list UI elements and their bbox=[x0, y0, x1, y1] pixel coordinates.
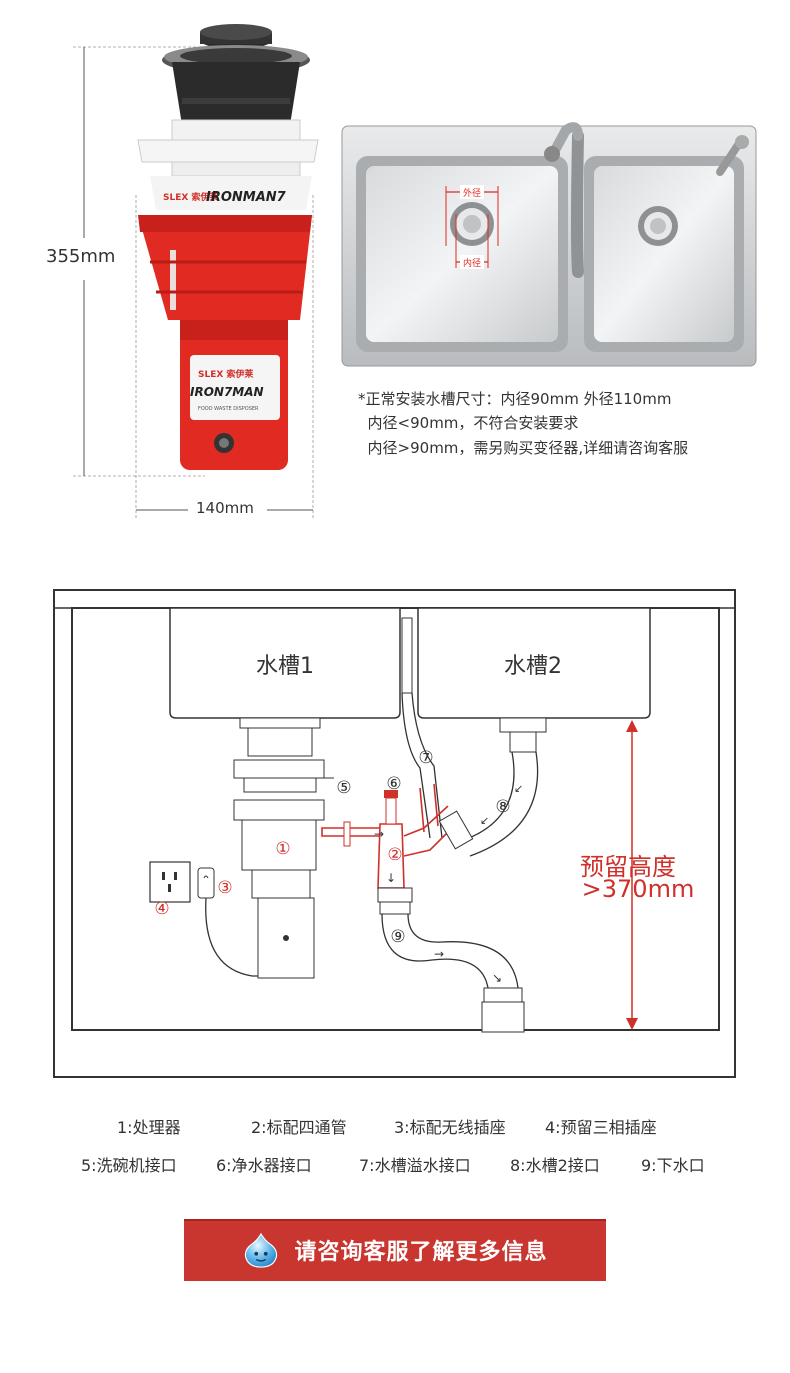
marker-2: ② bbox=[387, 845, 402, 865]
legend-item-3: 3:标配无线插座 bbox=[394, 1118, 506, 1137]
note-line-1: *正常安装水槽尺寸：内径90mm 外径110mm bbox=[358, 390, 672, 408]
marker-4: ④ bbox=[154, 899, 169, 919]
marker-9: ⑨ bbox=[390, 927, 405, 947]
body-sub-label: FOOD WASTE DISPOSER bbox=[198, 406, 259, 412]
reserve-height-value: >370mm bbox=[582, 875, 695, 903]
outer-diameter-label: 外径 bbox=[463, 187, 481, 199]
svg-text:→: → bbox=[374, 827, 384, 841]
marker-3: ③ bbox=[217, 878, 232, 898]
legend-item-5: 5:洗碗机接口 bbox=[81, 1156, 177, 1175]
marker-6: ⑥ bbox=[386, 774, 401, 794]
legend-item-7: 7:水槽溢水接口 bbox=[359, 1156, 471, 1175]
reserve-height-label: 预留高度 bbox=[580, 853, 676, 881]
inner-diameter-label: 内径 bbox=[463, 257, 481, 269]
sink-1-label: 水槽1 bbox=[256, 654, 314, 679]
legend-item-6: 6:净水器接口 bbox=[216, 1156, 312, 1175]
product-section: SLEX 索伊莱 IRONMAN7 SLEX 索伊莱 IRON7MAN FOOD… bbox=[0, 0, 790, 530]
height-dimension-label: 355mm bbox=[46, 246, 116, 267]
customer-service-droplet-icon bbox=[245, 1232, 278, 1268]
sink-2-label: 水槽2 bbox=[504, 654, 562, 679]
installation-diagram: 水槽1 水槽2 → ↓ ↙ ↙ bbox=[53, 589, 736, 1078]
brand-model-label: IRONMAN7 bbox=[206, 190, 287, 205]
legend-item-1: 1:处理器 bbox=[117, 1118, 181, 1137]
marker-8: ⑧ bbox=[495, 797, 510, 817]
marker-1: ① bbox=[275, 839, 290, 859]
marker-5: ⑤ bbox=[336, 778, 351, 798]
disposer-diagram bbox=[233, 717, 334, 979]
legend-item-8: 8:水槽2接口 bbox=[510, 1156, 600, 1175]
marker-7: ⑦ bbox=[418, 748, 433, 768]
reserved-socket-icon bbox=[149, 861, 191, 903]
width-dimension-label: 140mm bbox=[192, 499, 258, 517]
legend-item-2: 2:标配四通管 bbox=[251, 1118, 347, 1137]
disposer-product-image: SLEX 索伊莱 IRONMAN7 SLEX 索伊莱 IRON7MAN FOOD… bbox=[73, 24, 319, 518]
svg-text:↘: ↘ bbox=[492, 971, 502, 985]
body-model-label: IRON7MAN bbox=[190, 385, 264, 399]
note-line-3: 内径>90mm，需另购买变径器,详细请咨询客服 bbox=[358, 439, 689, 457]
svg-text:↙: ↙ bbox=[514, 782, 523, 795]
four-way-pipe: → ↓ bbox=[321, 783, 457, 889]
contact-customer-service-button[interactable]: 请咨询客服了解更多信息 bbox=[184, 1219, 606, 1281]
brand-small-label: SLEX 索伊莱 bbox=[163, 191, 219, 203]
svg-text:→: → bbox=[434, 947, 444, 961]
cta-label: 请咨询客服了解更多信息 bbox=[294, 1239, 548, 1264]
svg-text:↓: ↓ bbox=[386, 871, 396, 885]
wireless-socket-icon bbox=[197, 867, 215, 899]
legend-item-4: 4:预留三相插座 bbox=[545, 1118, 657, 1137]
body-brand-label: SLEX 索伊莱 bbox=[198, 368, 254, 380]
svg-text:↙: ↙ bbox=[480, 814, 489, 827]
legend-item-9: 9:下水口 bbox=[641, 1156, 705, 1175]
note-line-2: 内径<90mm，不符合安装要求 bbox=[358, 414, 579, 432]
double-sink-photo: 外径 内径 bbox=[341, 122, 757, 367]
